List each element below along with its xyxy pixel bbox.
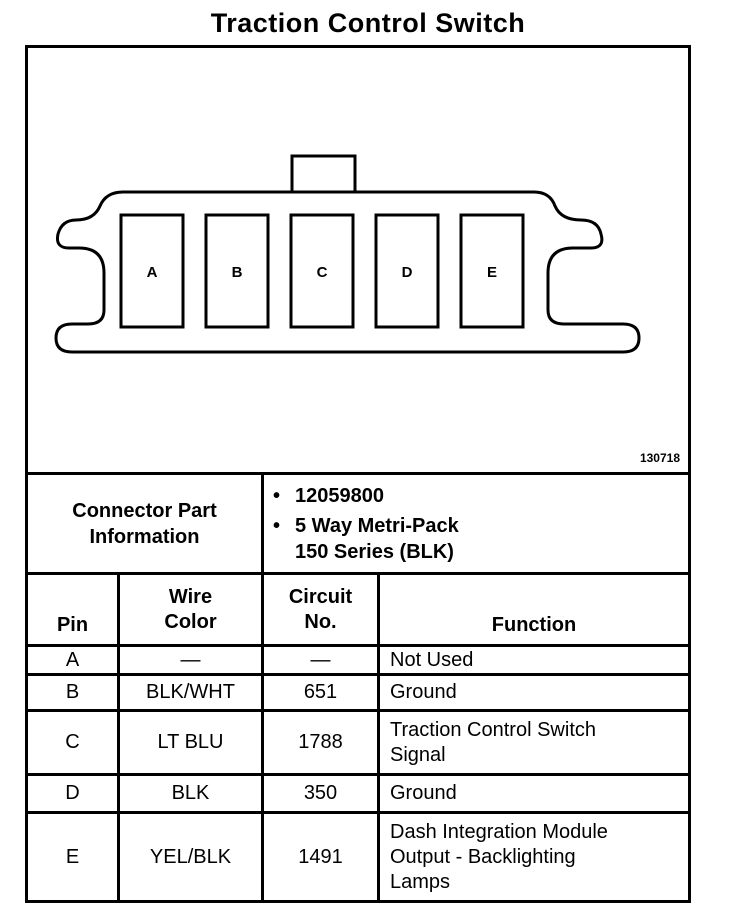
row-c-function: Traction Control Switch Signal xyxy=(380,712,688,773)
connector-info-label: Connector Part Information xyxy=(28,475,261,572)
row-a-function: Not Used xyxy=(390,648,474,671)
pin-label-e: E xyxy=(487,264,497,281)
row-d-wire-color: BLK xyxy=(171,782,210,804)
header-wire-color-line1: Wire xyxy=(168,585,213,608)
row-c-pin: C xyxy=(65,731,80,753)
locking-tab xyxy=(290,154,357,194)
header-function: Function xyxy=(491,614,577,636)
drawing-number: 130718 xyxy=(639,451,680,465)
row-c-circuit: 1788 xyxy=(298,731,343,753)
pin-cavity-e xyxy=(459,213,525,329)
pin-label-b: B xyxy=(232,264,243,281)
row-c-wire-color: LT BLU xyxy=(157,731,224,753)
divider-connector-info xyxy=(28,572,688,575)
divider-table-header xyxy=(28,644,688,647)
row-e-function-line3: Lamps xyxy=(390,870,451,893)
divider-circuit-column xyxy=(377,575,380,903)
connector-info-label-line1: Connector Part xyxy=(72,499,217,522)
row-b-circuit: 651 xyxy=(303,681,338,703)
header-wire-color-line2: Color xyxy=(164,610,217,633)
pin-label-d: D xyxy=(402,264,413,281)
connector-frame: A B C D E 130718 Connector Part Informat… xyxy=(25,45,691,903)
connector-info-list: • 12059800 • 5 Way Metri-Pack 150 Series… xyxy=(273,483,459,569)
connector-face-svg: A B C D E xyxy=(54,154,641,354)
connector-type-line2: 150 Series (BLK) xyxy=(295,541,454,563)
row-c-function-line1: Traction Control Switch xyxy=(390,718,596,741)
row-e-pin: E xyxy=(65,845,80,868)
divider-pin-column xyxy=(117,575,120,903)
row-b-function: Ground xyxy=(390,681,457,703)
row-d-pin: D xyxy=(65,782,80,804)
pin-cavity-d xyxy=(374,213,440,329)
divider-row-b xyxy=(28,709,688,712)
row-d-function: Ground xyxy=(390,782,457,804)
connector-info-item: • 12059800 xyxy=(273,483,459,509)
pin-cavity-b xyxy=(204,213,270,329)
divider-diagram xyxy=(28,472,688,475)
row-d-circuit: 350 xyxy=(303,782,338,804)
header-circuit-line2: No. xyxy=(304,610,337,633)
row-e-circuit: 1491 xyxy=(298,845,343,868)
row-a-circuit: — xyxy=(310,648,331,671)
divider-row-d xyxy=(28,811,688,814)
divider-info-column xyxy=(261,475,264,903)
row-b-wire-color: BLK/WHT xyxy=(146,681,235,703)
connector-diagram: A B C D E 130718 xyxy=(28,48,688,475)
part-number: 12059800 xyxy=(295,485,384,507)
connector-info-item: • 5 Way Metri-Pack 150 Series (BLK) xyxy=(273,513,459,565)
header-wire-color: Wire Color xyxy=(120,575,261,644)
page-title: Traction Control Switch xyxy=(210,8,526,38)
connector-type-line1: 5 Way Metri-Pack xyxy=(295,515,459,537)
header-circuit: Circuit No. xyxy=(264,575,377,644)
row-b-pin: B xyxy=(65,681,80,703)
row-c-function-line2: Signal xyxy=(390,743,446,766)
bullet-icon: • xyxy=(273,515,281,537)
pin-label-a: A xyxy=(147,264,158,281)
row-e-function: Dash Integration Module Output - Backlig… xyxy=(380,814,688,900)
bullet-icon: • xyxy=(273,485,281,507)
row-a-pin: A xyxy=(65,648,80,671)
header-circuit-line1: Circuit xyxy=(288,585,353,608)
divider-row-c xyxy=(28,773,688,776)
row-a-wire-color: — xyxy=(180,648,201,671)
header-pin: Pin xyxy=(56,614,89,636)
pin-cavity-c xyxy=(289,213,355,329)
connector-info-label-line2: Information xyxy=(89,525,200,548)
divider-row-a xyxy=(28,673,688,676)
row-e-wire-color: YEL/BLK xyxy=(149,845,232,868)
pin-cavity-a xyxy=(119,213,185,329)
row-e-function-line2: Output - Backlighting xyxy=(390,845,576,868)
row-e-function-line1: Dash Integration Module xyxy=(390,820,608,843)
pin-label-c: C xyxy=(317,264,328,281)
